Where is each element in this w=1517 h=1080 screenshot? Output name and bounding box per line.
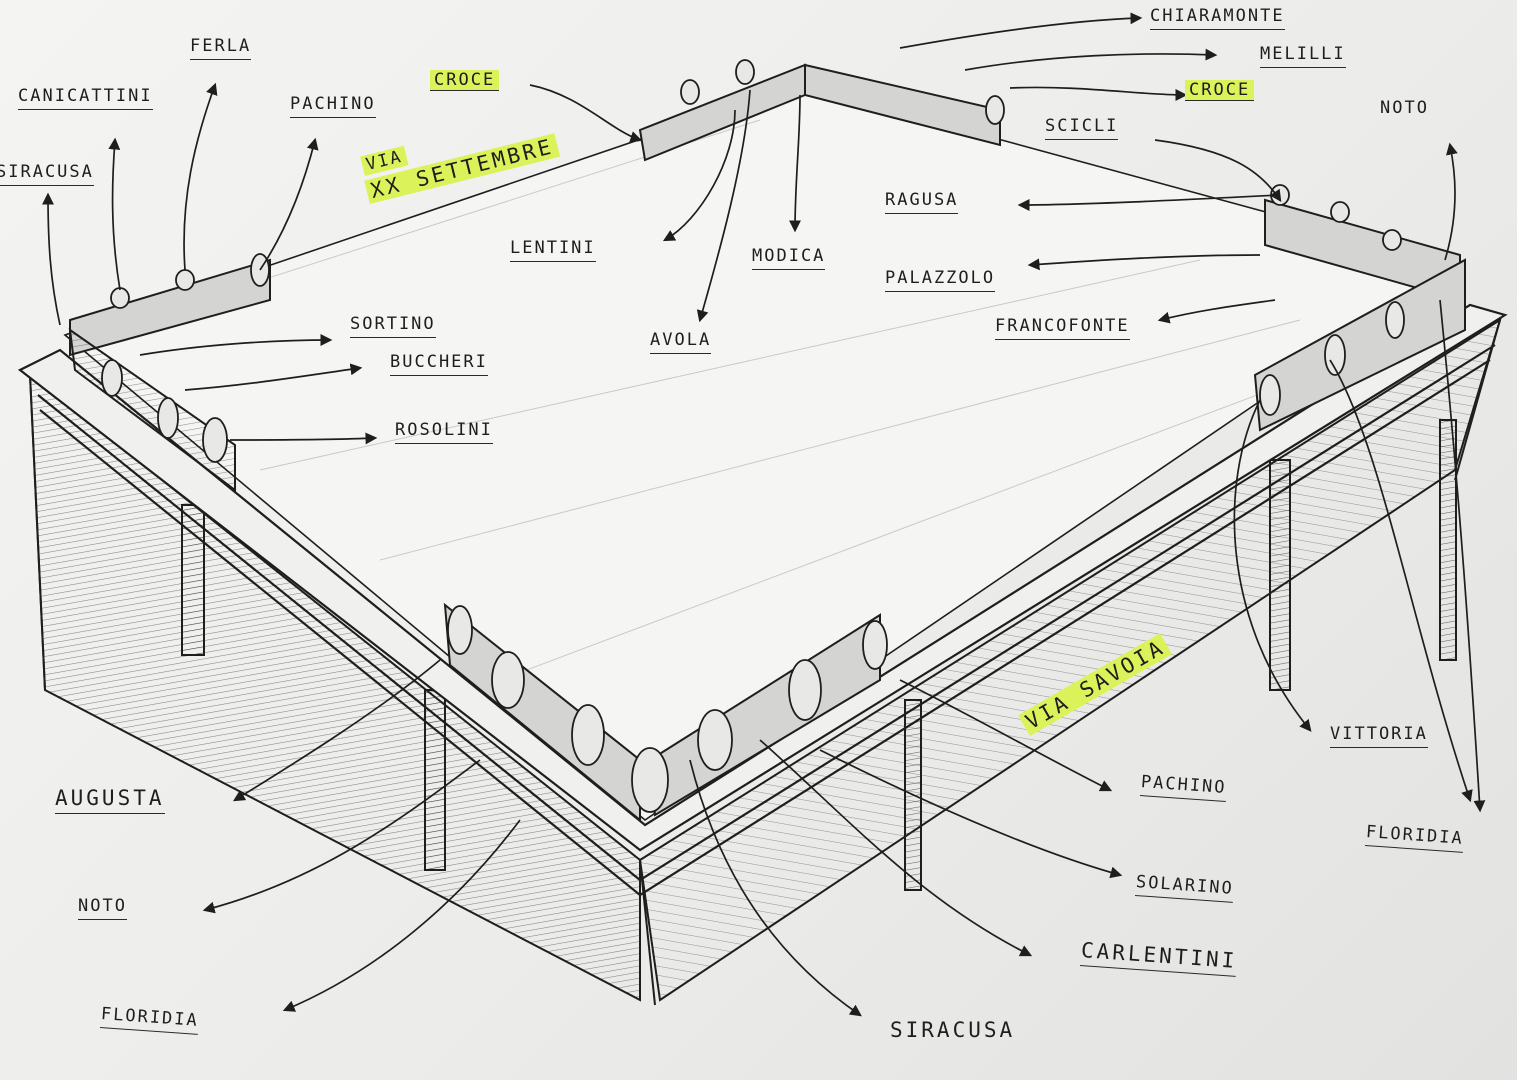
label-palazzolo: PALAZZOLO bbox=[885, 268, 996, 292]
water-hatching bbox=[199, 119, 1351, 681]
label-scicli: SCICLI bbox=[1045, 116, 1119, 140]
highlight-croce-right: CROCE bbox=[1185, 80, 1255, 101]
label-chiaramonte: CHIARAMONTE bbox=[1150, 6, 1285, 30]
label-ragusa: RAGUSA bbox=[885, 190, 959, 214]
leader-lines bbox=[42, 12, 1486, 1017]
label-siracusa-left: SIRACUSA bbox=[0, 162, 94, 186]
label-rosolini: ROSOLINI bbox=[395, 420, 493, 444]
label-pachino-top: PACHINO bbox=[290, 94, 376, 118]
basin-rim bbox=[17, 303, 1508, 897]
label-siracusa-bottom: SIRACUSA bbox=[890, 1018, 1016, 1042]
highlight-croce-left: CROCE bbox=[430, 70, 500, 91]
masks bbox=[101, 59, 1405, 813]
label-noto-bottom: NOTO bbox=[78, 896, 127, 920]
label-avola: AVOLA bbox=[650, 330, 712, 354]
label-modica: MODICA bbox=[752, 246, 826, 270]
label-sortino: SORTINO bbox=[350, 314, 436, 338]
label-vittoria: VITTORIA bbox=[1330, 724, 1428, 748]
label-lentini: LENTINI bbox=[510, 238, 596, 262]
label-francofonte: FRANCOFONTE bbox=[995, 316, 1130, 340]
label-noto-top: NOTO bbox=[1380, 98, 1429, 118]
label-buccheri: BUCCHERI bbox=[390, 352, 488, 376]
label-ferla: FERLA bbox=[190, 36, 252, 60]
label-canicattini: CANICATTINI bbox=[18, 86, 153, 110]
label-augusta: AUGUSTA bbox=[55, 786, 165, 814]
label-melilli: MELILLI bbox=[1260, 44, 1346, 68]
